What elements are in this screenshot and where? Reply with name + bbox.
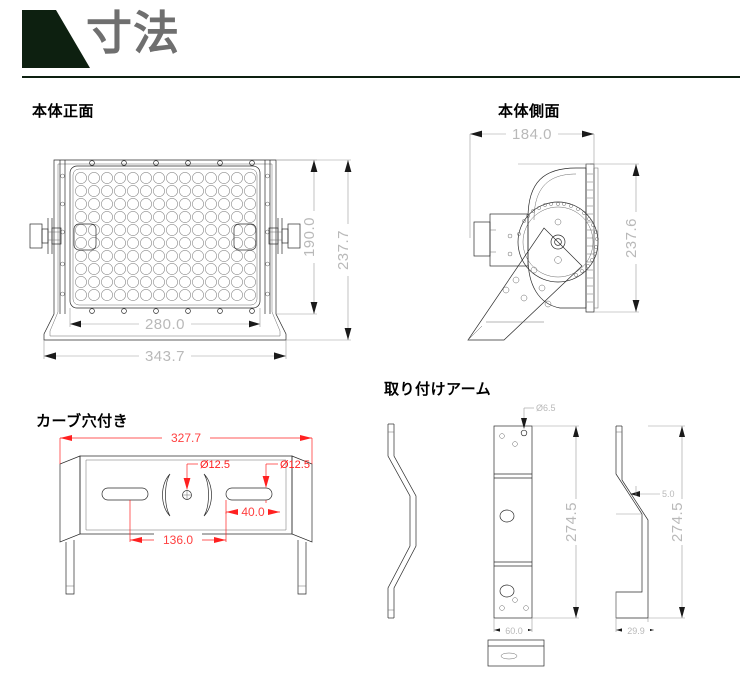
drawing-mounting-arm: Ø6.5 274.5 60.0 5.0 274.5 [387,403,691,667]
curve-bracket-center-hole [182,490,192,500]
led-row [75,263,256,275]
page-header: 寸法 [0,0,740,80]
front-led-panel-frame [69,165,261,309]
dim-label-237-6: 237.6 [623,218,640,258]
dim-arm-height-front: 274.5 [532,425,585,619]
section-title-mounting-arm: 取り付けアーム [384,381,492,398]
dim-curve-slot-offset: 40.0 [225,500,280,519]
dim-label-dia-6-5: Ø6.5 [536,403,556,413]
dim-label-60: 60.0 [505,626,523,636]
dim-arm-width: 60.0 [493,618,533,638]
curve-bracket-outline [59,455,313,595]
arm-plate-holes [502,266,552,308]
led-row [75,276,256,288]
page-title: 寸法 [86,7,180,59]
arm-front-plate [493,425,533,619]
dim-label-237-7: 237.7 [335,230,352,270]
header-accent-shape [22,10,90,68]
front-left-trunnion [29,218,62,254]
dim-arm-thickness: 5.0 [630,486,675,499]
dim-curve-center-hole-dia: Ø12.5 [183,459,230,490]
drawing-front-view: 280.0 343.7 190.0 237.7 [29,159,358,366]
dim-label-5-0: 5.0 [662,489,675,499]
dim-front-width-inner: 280.0 [69,308,261,334]
led-row [75,224,256,236]
led-row [75,185,256,197]
dim-front-height-outer: 237.7 [276,159,358,341]
dim-label-184: 184.0 [512,126,552,143]
arm-plate-small-holes [499,433,529,611]
dim-front-height-inner: 190.0 [276,159,324,315]
dim-side-depth: 184.0 [469,124,595,238]
side-heatsink-fins [587,173,593,303]
dim-label-190: 190.0 [301,217,318,257]
dim-label-274-5-front: 274.5 [563,502,580,542]
dim-label-29-9: 29.9 [627,626,645,636]
dim-label-136: 136.0 [163,533,193,547]
arm-top-view-detail [487,639,545,667]
led-row [75,172,256,184]
dim-label-dia-12-5-right: Ø12.5 [280,459,310,471]
header-divider [22,76,740,78]
dim-label-40: 40.0 [241,505,265,519]
front-right-trunnion [268,218,301,254]
front-fixing-screws [89,160,255,314]
led-row [75,211,256,223]
dim-label-280: 280.0 [145,316,185,333]
section-title-side-view: 本体側面 [498,103,561,120]
curve-bracket-slots [101,487,273,501]
arm-profile-view [387,423,417,619]
arm-side-profile-view [615,425,649,619]
drawing-curve-bracket: 327.7 Ø12.5 Ø12.5 40.0 136.0 [59,428,313,595]
dim-label-343-7: 343.7 [145,348,185,365]
led-row [75,250,256,262]
dim-arm-offset: 29.9 [615,592,654,638]
led-row [75,198,256,210]
led-row [75,237,256,249]
dim-label-274-5-side: 274.5 [669,502,686,542]
front-led-grid [75,172,256,301]
dim-arm-height-side: 274.5 [648,425,691,619]
curve-bracket-arc-slots [162,473,212,517]
dim-label-dia-12-5-center: Ø12.5 [200,459,230,471]
led-row [75,289,256,301]
front-handle-cutouts [73,223,257,251]
dim-side-height: 237.6 [594,163,646,313]
dim-label-327-7: 327.7 [171,431,201,445]
dim-arm-hole-dia: Ø6.5 [521,403,556,429]
dim-curve-hole-pitch: 136.0 [129,500,227,548]
side-housing-outline [527,163,599,313]
section-title-front-view: 本体正面 [32,103,95,120]
drawing-side-view: 184.0 237.6 [467,124,646,341]
dim-curve-right-hole-dia: Ø12.5 [262,459,310,488]
section-title-curve-bracket: カーブ穴付き [36,413,129,430]
side-junction-box [473,213,529,267]
dim-front-width-outer: 343.7 [43,340,287,366]
dim-curve-overall-width: 327.7 [59,428,313,464]
side-mounting-arm [467,227,583,341]
